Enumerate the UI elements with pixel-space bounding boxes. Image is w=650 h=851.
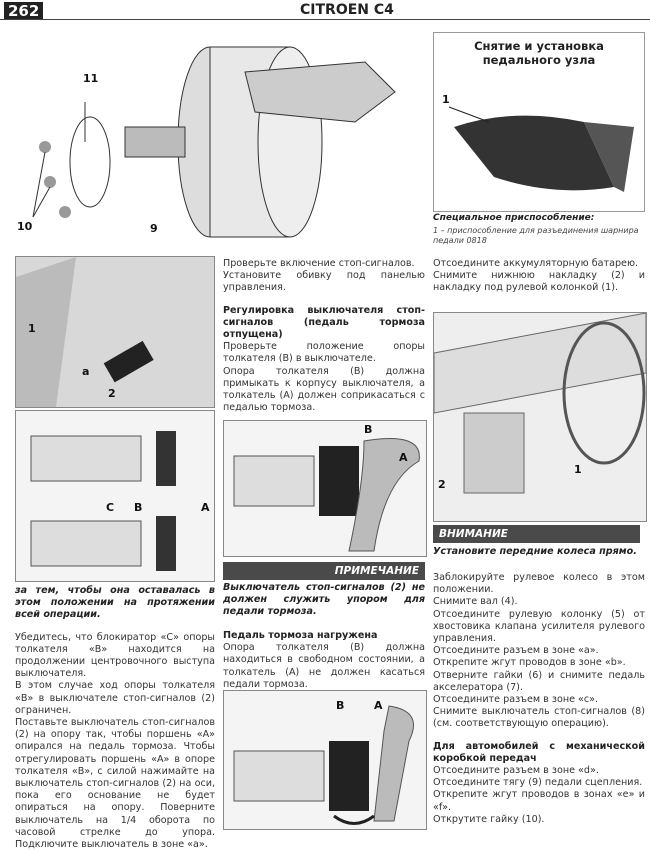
- callout-9: 9: [150, 222, 158, 235]
- mid-paragraph: Опора толкателя (В) должна находиться в …: [223, 642, 425, 690]
- callout-a: A: [399, 451, 408, 464]
- warning-banner: ВНИМАНИЕ: [433, 525, 640, 543]
- callout-2: 2: [438, 478, 446, 491]
- mid-paragraph: Проверьте положение опоры толкателя (В) …: [223, 341, 425, 365]
- special-tool-heading: Специальное приспособление:: [433, 213, 595, 223]
- pedal-released-illustration: [233, 438, 420, 552]
- callout-b: B: [134, 501, 143, 514]
- middle-column-text-top: Проверьте включение стоп-сигналов. Устан…: [223, 258, 425, 414]
- right-paragraph: Отсоедините рулевую колонку (5) от хвост…: [433, 608, 645, 645]
- switch-detail-figure: C B A: [15, 410, 215, 582]
- mid-paragraph: Опора толкателя (В) должна примыкать к к…: [223, 365, 425, 414]
- dashboard-illustration: [434, 313, 646, 494]
- mid-intro: Установите обивку под панелью управления…: [223, 270, 425, 294]
- brake-booster-figure: 11 10 9: [5, 22, 425, 247]
- right-paragraph: Отсоедините разъем в зоне «а».: [433, 645, 599, 657]
- pedal-pressed-illustration: [233, 705, 414, 825]
- right-intro: Снимите нижнюю накладку (2) и накладку п…: [433, 270, 645, 294]
- right-paragraph: Отсоедините разъем в зоне «d».: [433, 765, 599, 777]
- dashboard-figure: 2 1: [433, 312, 647, 522]
- left-paragraph: Убедитесь, что блокиратор «С» опоры толк…: [15, 631, 215, 680]
- right-paragraph: Отверните гайки (6) и снимите педаль акс…: [433, 669, 645, 693]
- callout-10: 10: [17, 220, 33, 233]
- callout-a-piston: A: [201, 501, 210, 514]
- middle-column-text-bottom: Педаль тормоза нагружена Опора толкателя…: [223, 630, 425, 691]
- callout-b: B: [336, 699, 345, 712]
- left-column-text: за тем, чтобы она оставалась в этом поло…: [15, 585, 215, 851]
- pedal-released-figure: B A: [223, 420, 427, 557]
- header-divider: [0, 19, 650, 20]
- section-heading-manual: Для автомобилей с механической коробкой …: [433, 740, 645, 764]
- right-paragraph: Снимите выключатель стоп-сигналов (8) (с…: [433, 706, 645, 730]
- page-title: CITROEN C4: [300, 2, 394, 18]
- left-intro-bold: за тем, чтобы она оставалась в этом поло…: [15, 585, 215, 621]
- callout-a: A: [374, 699, 383, 712]
- box-title-line2: педального узла: [482, 53, 596, 67]
- right-paragraph: Заблокируйте рулевое колесо в этом полож…: [433, 572, 645, 596]
- callout-1: 1: [28, 322, 36, 335]
- special-tool-caption: 1 – приспособление для разъединения шарн…: [433, 226, 639, 245]
- switch-detail-illustration: [30, 431, 176, 571]
- page-number: 262: [4, 2, 44, 20]
- special-tool-illustration: [448, 106, 634, 192]
- section-heading-pressed: Педаль тормоза нагружена: [223, 630, 378, 641]
- note-text: Выключатель стоп-сигналов (2) не должен …: [223, 582, 425, 618]
- right-paragraph: Отсоедините разъем в зоне «с».: [433, 694, 599, 706]
- right-paragraph: Снимите вал (4).: [433, 596, 518, 608]
- warning-text: Установите передние колеса прямо.: [433, 546, 637, 557]
- right-paragraph: Открепите жгут проводов в зонах «е» и «f…: [433, 789, 645, 813]
- right-intro: Отсоедините аккумуляторную батарею.: [433, 258, 639, 269]
- right-column-text-bottom: Заблокируйте рулевое колесо в этом полож…: [433, 572, 645, 826]
- right-paragraph: Открепите жгут проводов в зоне «b».: [433, 657, 626, 669]
- mid-intro: Проверьте включение стоп-сигналов.: [223, 258, 415, 269]
- callout-a: a: [82, 365, 90, 378]
- callout-11: 11: [83, 72, 99, 85]
- callout-b: B: [364, 423, 373, 436]
- pedal-assembly-box: Снятие и установка педального узла 1: [433, 32, 645, 212]
- right-column-text-top: Отсоедините аккумуляторную батарею. Сним…: [433, 258, 645, 295]
- note-banner: ПРИМЕЧАНИЕ: [223, 562, 425, 580]
- callout-2: 2: [108, 387, 116, 400]
- right-paragraph: Отсоедините тягу (9) педали сцепления.: [433, 777, 643, 789]
- callout-1: 1: [574, 463, 582, 476]
- brake-booster-illustration: [32, 46, 396, 238]
- section-heading-released: Регулировка выключателя стоп-сигналов (п…: [223, 304, 425, 341]
- switch-location-illustration: [16, 257, 154, 407]
- left-paragraph: В этом случае ход опоры толкателя «В» в …: [15, 680, 215, 716]
- pedal-pressed-figure: B A: [223, 690, 427, 830]
- callout-c: C: [106, 501, 115, 514]
- box-title-line1: Снятие и установка: [474, 39, 604, 53]
- tool-callout-1: 1: [442, 93, 450, 106]
- switch-location-figure: 1 a 2: [15, 256, 215, 408]
- right-paragraph: Открутите гайку (10).: [433, 813, 545, 825]
